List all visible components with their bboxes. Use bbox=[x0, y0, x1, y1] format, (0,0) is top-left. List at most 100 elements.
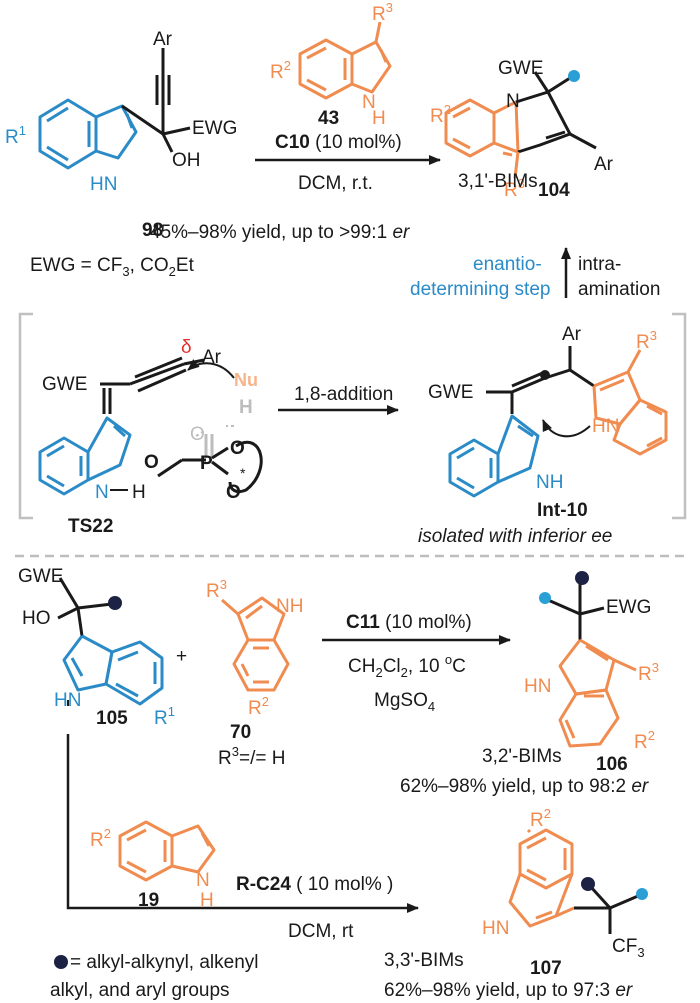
conditions-top: DCM, r.t. bbox=[298, 173, 373, 194]
compound-104-structure bbox=[444, 71, 597, 179]
substituent-dot-light-106 bbox=[539, 592, 551, 604]
compound-43-label: 43 bbox=[318, 108, 339, 129]
ho-label-105: HO bbox=[22, 608, 51, 629]
nh-label-43: N bbox=[362, 92, 376, 113]
compound-107-label: 107 bbox=[530, 958, 562, 979]
ar-label: Ar bbox=[153, 29, 173, 50]
r1-label-105: R1 bbox=[154, 704, 175, 729]
delta-label: δ bbox=[181, 337, 192, 358]
ar-label-int10: Ar bbox=[562, 324, 582, 345]
substituent-dot-light bbox=[568, 70, 580, 82]
intra-label: intra- bbox=[578, 254, 621, 275]
compound-70-label: 70 bbox=[230, 722, 251, 743]
r3-label-43: R3 bbox=[372, 0, 393, 25]
product-class-31: 3,1'-BIMs bbox=[458, 171, 538, 192]
cf3-label-107: CF3 bbox=[612, 936, 645, 960]
r2-label-106: R2 bbox=[634, 728, 655, 753]
additive-mgso4: MgSO4 bbox=[374, 690, 435, 714]
bracket-right bbox=[672, 312, 687, 520]
nh-label-98: HN bbox=[90, 174, 117, 195]
gwe-label-104: GWE bbox=[498, 58, 543, 79]
compound-105-label: 105 bbox=[96, 708, 128, 729]
compound-98-label: 98 bbox=[142, 220, 163, 241]
bracket-left bbox=[18, 312, 33, 520]
chiral-star: * bbox=[240, 465, 246, 481]
oh-label: OH bbox=[172, 150, 201, 171]
compound-104-label: 104 bbox=[538, 180, 570, 201]
r2-label-43: R2 bbox=[270, 58, 291, 83]
conditions-r-c24: DCM, rt bbox=[288, 921, 354, 942]
legend-line-1: = alkyl-alkynyl, alkenyl bbox=[70, 952, 259, 973]
o-label-ts22-bottom: O bbox=[226, 482, 241, 503]
ar-label-ts22: Ar bbox=[202, 347, 222, 368]
addition-label: 1,8-addition bbox=[294, 384, 393, 405]
conditions-c11: CH2Cl2, 10 oC bbox=[348, 652, 466, 680]
gwe-label-105: GWE bbox=[18, 566, 63, 587]
ar-label-104: Ar bbox=[594, 154, 614, 175]
allene-center-dot bbox=[540, 370, 550, 380]
reaction-arrow-r-c24 bbox=[66, 734, 419, 913]
o-label-ts22-right: O bbox=[230, 438, 245, 459]
r3-label-70: R3 bbox=[206, 577, 227, 602]
r2-label-104: R2 bbox=[430, 102, 451, 127]
int10-structure bbox=[448, 346, 668, 498]
hn-label-105: HN bbox=[54, 690, 81, 711]
compound-106-structure bbox=[547, 582, 637, 748]
yield-107: 62%–98% yield, up to 97:3 er bbox=[384, 980, 633, 1001]
substituent-dot-dark-106 bbox=[575, 571, 589, 585]
hn-label-106: HN bbox=[524, 676, 551, 697]
compound-98-structure bbox=[38, 48, 191, 170]
hn-label-107: HN bbox=[482, 918, 509, 939]
compound-107-structure bbox=[508, 828, 639, 934]
ts22-structure bbox=[38, 356, 263, 496]
r2-label-19: R2 bbox=[90, 826, 111, 851]
p-label-ts22: P bbox=[200, 453, 213, 474]
compound-43-structure bbox=[298, 21, 392, 100]
o-label-ts22: O bbox=[144, 452, 159, 473]
gwe-label-ts22: GWE bbox=[42, 374, 87, 395]
substituent-dot-dark-105 bbox=[108, 596, 122, 610]
ewg-definition: EWG = CF3, CO2Et bbox=[30, 255, 195, 279]
nu-label: Nu bbox=[234, 370, 258, 390]
catalyst-r-c24: R-C24 ( 10 mol% ) bbox=[236, 874, 393, 895]
legend-dot-dark bbox=[54, 955, 68, 969]
yield-top: 45%–98% yield, up to >99:1 er bbox=[150, 222, 410, 243]
r3-label-104: R3 bbox=[504, 176, 525, 201]
catalyst-c10: C10 (10 mol%) bbox=[275, 132, 402, 153]
substituent-dot-light-107 bbox=[636, 888, 648, 900]
int10-label: Int-10 bbox=[537, 500, 588, 521]
ewg-label: EWG bbox=[192, 118, 237, 139]
compound-106-label: 106 bbox=[596, 754, 628, 775]
n-label-19: N bbox=[196, 870, 210, 891]
plus-sign: + bbox=[176, 646, 187, 667]
r2-label-70: R2 bbox=[248, 694, 269, 719]
nh-label-70: NH bbox=[276, 596, 303, 617]
n-label-ts22: N bbox=[95, 482, 109, 503]
r2-label-107: R2 bbox=[530, 806, 551, 831]
ewg-label-106: EWG bbox=[606, 597, 651, 618]
catalyst-c11: C11 (10 mol%) bbox=[346, 612, 472, 633]
compound-19-structure bbox=[118, 820, 216, 882]
nh-label-int10: NH bbox=[536, 472, 563, 493]
r3-condition-70: R3=/= H bbox=[218, 744, 285, 769]
gwe-label-int10: GWE bbox=[428, 382, 473, 403]
hn-label-int10: HN bbox=[592, 416, 619, 437]
h-label-43: H bbox=[372, 108, 386, 129]
h-label-19: H bbox=[200, 890, 214, 911]
compound-105-structure bbox=[57, 577, 164, 706]
enantio-label: enantio- bbox=[473, 254, 542, 275]
compound-70-structure bbox=[221, 596, 290, 692]
amination-label: amination bbox=[578, 279, 660, 300]
determining-step-label: determining step bbox=[410, 279, 550, 300]
substituent-dot-dark-107 bbox=[581, 877, 595, 891]
legend-line-2: alkyl, and aryl groups bbox=[50, 980, 230, 1001]
h-label-ts22: H bbox=[132, 482, 146, 503]
compound-19-label: 19 bbox=[138, 890, 159, 911]
product-class-32: 3,2'-BIMs bbox=[482, 746, 562, 767]
yield-106: 62%–98% yield, up to 98:2 er bbox=[400, 776, 649, 797]
int10-note: isolated with inferior ee bbox=[418, 526, 612, 547]
n-label-104: N bbox=[506, 91, 520, 112]
r1-label: R1 bbox=[5, 123, 26, 148]
h-label-nu: H bbox=[239, 397, 253, 418]
